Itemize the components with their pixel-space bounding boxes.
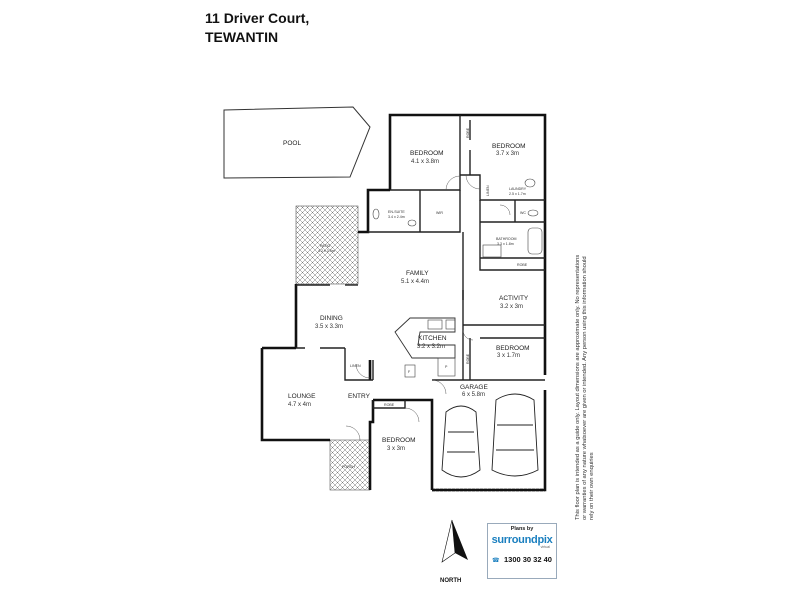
dining-dims: 3.5 x 3.3m (315, 324, 343, 330)
pool-label: POOL (283, 140, 301, 147)
lounge-dims: 4.7 x 4m (288, 402, 311, 408)
patio-dims: 4.2 x 3.5m (318, 249, 335, 253)
garage-car-right (491, 393, 539, 477)
bathroom-dims: 3.3 x 1.8m (497, 242, 514, 246)
ensuite-toilet (372, 208, 380, 220)
garage-car-left (441, 405, 481, 478)
bathroom-label: BATHROOM (496, 237, 517, 241)
robe3-label: ROBE (466, 353, 470, 364)
kitchen-dims: 3.2 x 3.2m (417, 344, 445, 350)
dining-label: DINING (320, 315, 343, 322)
disclaimer-text: This floor plan is intended as a guide o… (575, 254, 596, 520)
logo-heading: Plans by (510, 526, 534, 532)
lounge-label: LOUNGE (288, 393, 316, 400)
surroundpix-logo: Plans by surroundpix virtual ☎ 1300 30 3… (487, 523, 557, 579)
exterior-walls (260, 113, 547, 492)
linen2-label: LINEN (350, 364, 361, 368)
pool-outline (223, 106, 371, 179)
north-arrow-highlight (441, 519, 456, 563)
ensuite-basin (407, 219, 417, 227)
ensuite-label: EN-SUITE (388, 210, 405, 214)
bedroom3-dims: 3 x 1.7m (497, 353, 520, 359)
patio-label: PATIO (320, 244, 330, 248)
laundry-dims: 2.5 x 1.7m (509, 192, 526, 196)
linen1-label: LINEN (486, 185, 490, 196)
activity-label: ACTIVITY (499, 295, 529, 302)
bedroom1-dims: 4.1 x 3.8m (411, 159, 439, 165)
bedroom2-label: BEDROOM (492, 143, 526, 150)
laundry-tub (524, 178, 536, 188)
laundry-label: LAUNDRY (509, 187, 527, 191)
wc-toilet (527, 209, 539, 217)
garage-label: GARAGE (460, 384, 488, 391)
phone-icon: ☎ (492, 558, 500, 564)
entry-label: ENTRY (348, 393, 371, 400)
kitchen-cooktop (445, 319, 456, 330)
activity-dims: 3.2 x 3m (500, 304, 523, 310)
robe2-label: ROBE (517, 263, 528, 267)
door-swings (345, 174, 511, 441)
bedroom2-dims: 3.7 x 3m (496, 151, 519, 157)
pantry-label: P (445, 365, 448, 369)
address-line-1: 11 Driver Court, (205, 10, 310, 26)
wc-label: WC (520, 211, 526, 215)
garage-dims: 6 x 5.8m (462, 392, 485, 398)
family-label: FAMILY (406, 270, 429, 277)
bedroom4-label: BEDROOM (382, 437, 416, 444)
family-dims: 5.1 x 4.4m (401, 279, 429, 285)
logo-phone: 1300 30 32 40 (503, 555, 552, 564)
logo-sub: virtual (540, 545, 550, 549)
wir-label: WIR (436, 211, 443, 215)
bedroom4-dims: 3 x 3m (387, 446, 405, 452)
logo-phone-row: ☎ 1300 30 32 40 (488, 549, 556, 567)
bath-tub (527, 227, 543, 255)
kitchen-bench (394, 317, 456, 359)
interior-walls (296, 115, 545, 409)
shower-base (482, 244, 502, 258)
porch-label: PORCH (342, 465, 355, 469)
bedroom1-label: BEDROOM (410, 150, 444, 157)
fridge-label: F (408, 370, 411, 374)
kitchen-sink (427, 319, 443, 330)
robe4-label: ROBE (384, 403, 395, 407)
address-line-2: TEWANTIN (205, 29, 279, 45)
pantry-box (437, 357, 456, 377)
ensuite-dims: 3.4 x 2.4m (388, 215, 405, 219)
bedroom3-label: BEDROOM (496, 345, 530, 352)
porch-area (329, 439, 371, 491)
kitchen-label: KITCHEN (418, 335, 447, 342)
north-label: NORTH (440, 578, 461, 584)
robe1-label: ROBE (466, 127, 470, 138)
logo-brand: surroundpix (491, 534, 553, 546)
patio-area (295, 205, 359, 285)
fridge-box (404, 364, 416, 378)
